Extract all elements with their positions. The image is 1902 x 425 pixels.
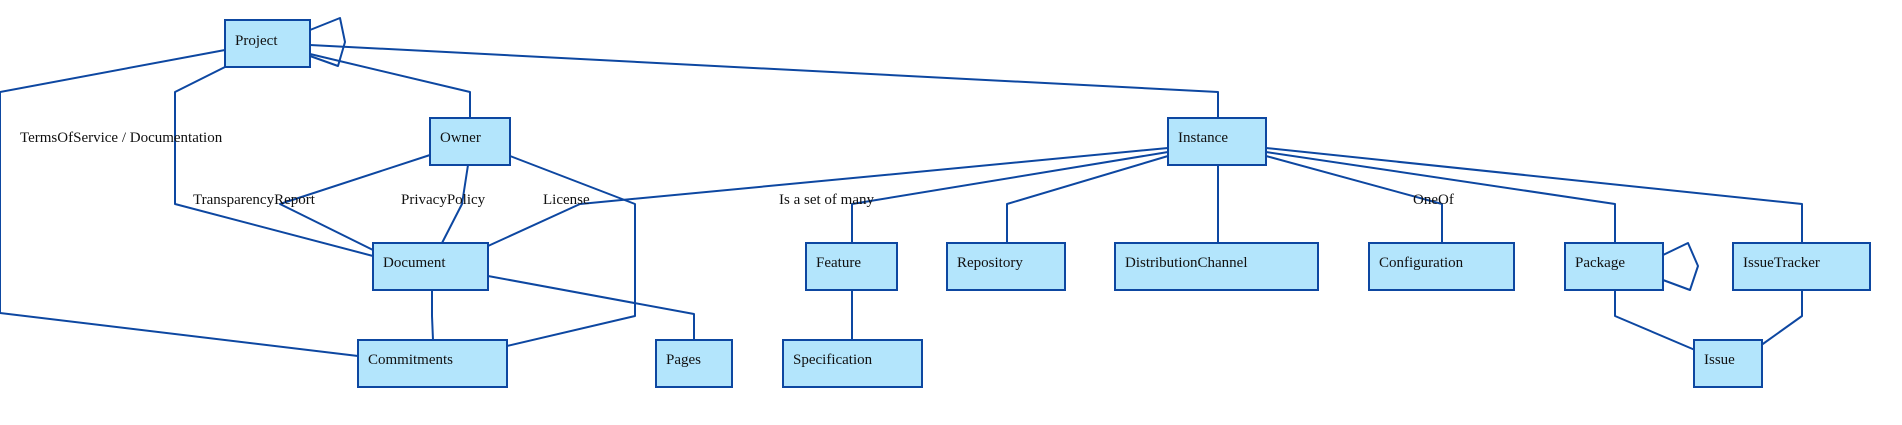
edge-issuetracker-issue [1759, 290, 1803, 347]
node-label: DistributionChannel [1125, 255, 1248, 271]
node-label: Instance [1178, 130, 1228, 146]
edge-project-instance [309, 44, 1219, 118]
node-label: Repository [957, 255, 1023, 271]
edge-instance-repository [1006, 155, 1169, 243]
edge-project-document [174, 66, 374, 257]
node-specification[interactable]: Specification [782, 339, 923, 388]
node-issue-tracker[interactable]: IssueTracker [1732, 242, 1871, 291]
node-label: Specification [793, 352, 873, 368]
node-feature[interactable]: Feature [805, 242, 898, 291]
node-configuration[interactable]: Configuration [1368, 242, 1515, 291]
edge-label-is-a-set-of-many: Is a set of many [779, 192, 874, 208]
node-label: Project [235, 33, 278, 49]
edge-instance-package [1265, 151, 1616, 243]
node-label: Feature [816, 255, 861, 271]
node-label: Issue [1704, 352, 1735, 368]
node-label: Document [383, 255, 446, 271]
edge-label-privacy-policy: PrivacyPolicy [401, 192, 486, 208]
node-repository[interactable]: Repository [946, 242, 1066, 291]
node-label: IssueTracker [1743, 255, 1820, 271]
edge-label-license: License [543, 192, 590, 208]
node-label: Commitments [368, 352, 453, 368]
edge-instance-issuetracker [1265, 147, 1803, 243]
edge-document-commitments [431, 290, 434, 341]
edge-label-terms-of-service: TermsOfService / Documentation [20, 130, 223, 146]
edge-label-transparency-report: TransparencyReport [193, 192, 316, 208]
edge-instance-document-license [487, 147, 1169, 247]
edge-instance-configuration [1265, 155, 1443, 243]
edge-document-pages [487, 275, 695, 340]
node-label: Pages [666, 352, 701, 368]
node-issue[interactable]: Issue [1693, 339, 1763, 388]
edge-package-self [1662, 242, 1699, 291]
node-label: Configuration [1379, 255, 1464, 271]
edge-package-issue [1614, 290, 1696, 351]
node-label: Package [1575, 255, 1625, 271]
edge-owner-document-privacy [441, 164, 469, 244]
edges [0, 17, 1803, 357]
edge-project-commitments [0, 49, 359, 357]
node-pages[interactable]: Pages [655, 339, 733, 388]
node-instance[interactable]: Instance [1167, 117, 1267, 166]
node-distribution-channel[interactable]: DistributionChannel [1114, 242, 1319, 291]
node-package[interactable]: Package [1564, 242, 1664, 291]
node-project[interactable]: Project [224, 19, 311, 68]
edge-owner-document-transparency [279, 154, 431, 251]
edge-owner-commitments [506, 155, 636, 347]
edge-label-one-of: OneOf [1413, 192, 1454, 208]
edge-project-owner [309, 53, 471, 118]
edge-instance-feature [851, 151, 1169, 243]
node-owner[interactable]: Owner [429, 117, 511, 166]
node-commitments[interactable]: Commitments [357, 339, 508, 388]
node-label: Owner [440, 130, 481, 146]
edge-project-self [309, 17, 346, 67]
edge-labels: TermsOfService / Documentation Transpare… [20, 130, 1454, 208]
node-document[interactable]: Document [372, 242, 489, 291]
